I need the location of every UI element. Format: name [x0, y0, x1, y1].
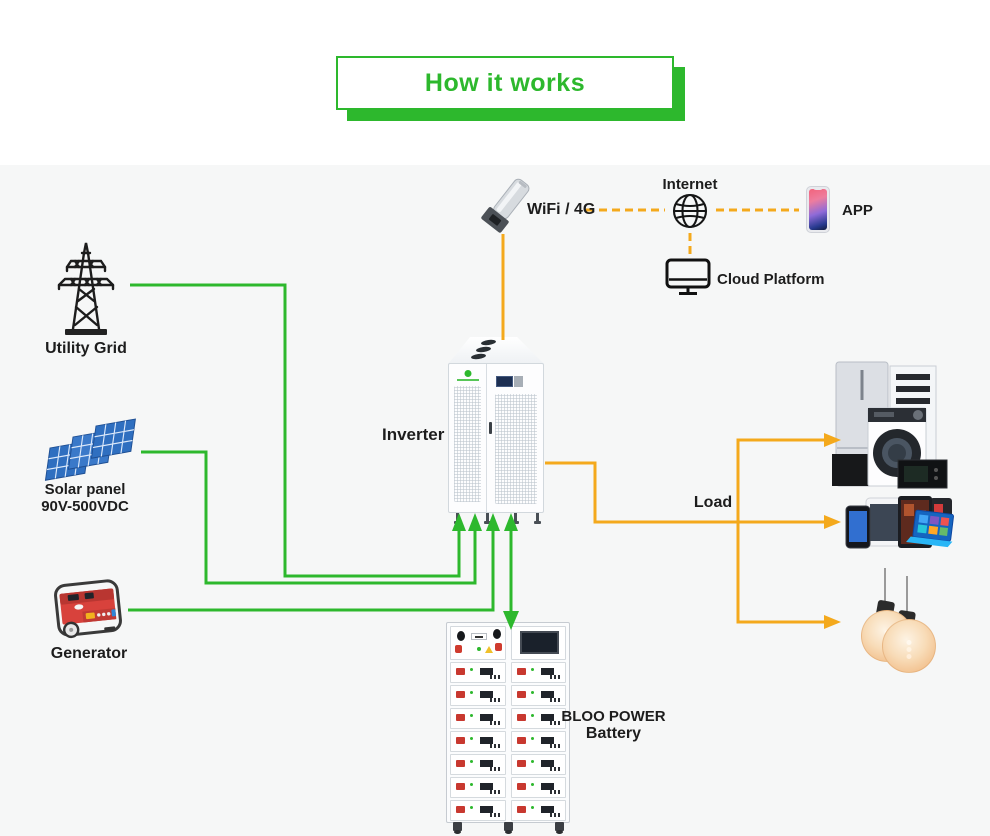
inverter-label: Inverter	[382, 425, 445, 444]
light-bulb-icon	[882, 619, 936, 673]
smartphone-screen	[809, 189, 827, 230]
battery-display	[519, 631, 559, 654]
battery-module	[450, 777, 506, 798]
brand-dot-icon	[477, 647, 481, 651]
generator-icon	[54, 579, 122, 639]
battery-control-row	[450, 626, 566, 660]
battery-module	[450, 731, 506, 752]
battery-display-unit	[510, 626, 566, 660]
smartphone-icon	[806, 186, 830, 233]
inverter-foot	[484, 513, 491, 524]
smartphone-notch	[813, 187, 823, 190]
inverter-vent-mesh	[454, 386, 481, 502]
battery-module	[450, 754, 506, 775]
battery-caster	[453, 822, 462, 834]
battery-module-grid	[450, 662, 566, 821]
app-label: APP	[842, 202, 873, 219]
load-label: Load	[693, 494, 733, 511]
battery-module	[450, 800, 506, 821]
monitor-icon	[665, 258, 711, 295]
bulb-wire	[884, 568, 886, 604]
inverter-vent-mesh	[495, 394, 537, 504]
inverter-foot	[534, 513, 541, 524]
battery-connector	[495, 643, 502, 651]
battery-label-chip	[471, 633, 487, 640]
inverter-display	[496, 376, 524, 387]
inverter-left-panel	[449, 364, 487, 512]
inverter-door	[487, 364, 543, 512]
battery-module	[510, 685, 566, 706]
battery-module	[510, 754, 566, 775]
battery-connector	[455, 645, 462, 653]
battery-control-unit	[450, 626, 506, 660]
battery-module	[510, 777, 566, 798]
transmission-tower-icon	[57, 242, 115, 335]
warning-icon	[485, 646, 493, 653]
wifi-dongle-icon	[481, 178, 530, 233]
battery-module	[450, 708, 506, 729]
inverter-foot	[454, 513, 461, 524]
inverter-cabinet	[448, 337, 544, 524]
bulb-wire	[906, 576, 908, 614]
inverter-handle	[489, 422, 492, 434]
solar-panel-icon	[44, 418, 136, 481]
title-banner: How it works	[336, 56, 674, 110]
battery-rack	[446, 622, 570, 834]
globe-icon	[672, 193, 708, 229]
solar-panel-label: Solar panel	[44, 481, 126, 498]
mobile-devices-icons	[845, 496, 954, 549]
battery-knob	[457, 631, 465, 641]
inverter-front	[448, 363, 544, 513]
wifi-4g-label: WiFi / 4G	[527, 201, 596, 218]
brand-logo-icon	[464, 370, 471, 377]
generator-label: Generator	[50, 645, 128, 662]
page-title: How it works	[424, 68, 586, 97]
battery-module	[510, 662, 566, 683]
battery-label: Battery	[585, 725, 642, 742]
battery-caster	[555, 822, 564, 834]
internet-label: Internet	[662, 176, 718, 193]
inverter-foot	[512, 513, 519, 524]
battery-brand-label: BLOO POWER	[561, 708, 666, 725]
battery-caster	[504, 822, 513, 834]
solar-panel-voltage-label: 90V-500VDC	[41, 498, 129, 515]
brand-logo-text	[456, 379, 479, 381]
battery-module	[510, 731, 566, 752]
battery-module	[510, 708, 566, 729]
cloud-platform-label: Cloud Platform	[717, 271, 825, 288]
home-appliances-icons	[832, 361, 948, 489]
battery-module	[510, 800, 566, 821]
battery-module	[450, 662, 506, 683]
utility-grid-label: Utility Grid	[45, 340, 127, 357]
battery-module	[450, 685, 506, 706]
battery-knob	[493, 629, 501, 639]
